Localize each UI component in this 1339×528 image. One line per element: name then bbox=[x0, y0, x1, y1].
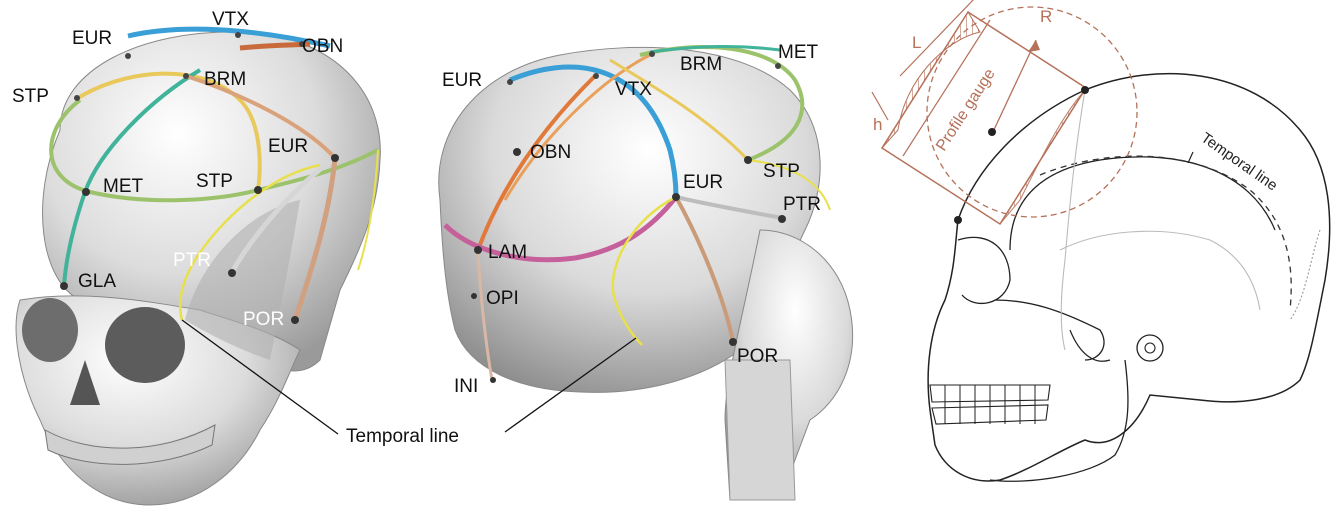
left-dot-eur bbox=[125, 53, 131, 59]
middle-label-ini: INI bbox=[454, 376, 478, 397]
middle-dot-vtx bbox=[593, 73, 599, 79]
middle-dot-met bbox=[775, 63, 781, 69]
gauge-symbol-L: L bbox=[912, 33, 921, 52]
right-ear-canal bbox=[1137, 335, 1163, 361]
middle-dot-ini bbox=[490, 377, 496, 383]
middle-label-obn: OBN bbox=[530, 142, 571, 163]
right-ear-inner bbox=[1145, 343, 1155, 353]
left-orbit-right bbox=[105, 307, 185, 383]
right-skull-outline bbox=[928, 74, 1330, 481]
middle-skull-panel: EUR VTX BRM MET OBN STP EUR PTR LAM OPI … bbox=[439, 42, 853, 500]
gauge-label: Profile gauge bbox=[933, 66, 999, 154]
middle-label-met: MET bbox=[778, 42, 819, 63]
gauge-symbol-h: h bbox=[873, 115, 882, 134]
right-orbit bbox=[958, 237, 1010, 303]
left-dot-stp bbox=[74, 95, 80, 101]
left-skull-panel: EUR VTX OBN STP BRM EUR MET STP GLA PTR … bbox=[12, 9, 380, 505]
middle-dot-eur2 bbox=[672, 193, 680, 201]
left-label-brm: BRM bbox=[204, 69, 246, 90]
left-label-vtx: VTX bbox=[212, 9, 249, 30]
left-dot-stp2 bbox=[254, 186, 262, 194]
right-dot-top bbox=[1081, 86, 1089, 94]
middle-mastoid bbox=[725, 360, 795, 500]
middle-dot-ptr bbox=[778, 215, 786, 223]
left-label-por: POR bbox=[243, 309, 284, 330]
middle-dot-lam bbox=[474, 246, 482, 254]
left-dot-ptr bbox=[228, 269, 236, 277]
left-dot-met bbox=[82, 188, 90, 196]
right-tooth-dividers bbox=[945, 385, 1035, 424]
middle-label-stp: STP bbox=[763, 161, 800, 182]
gauge-symbol-R: R bbox=[1040, 7, 1052, 26]
middle-label-ptr: PTR bbox=[783, 194, 821, 215]
right-squamous-suture bbox=[1060, 231, 1260, 310]
left-label-obn: OBN bbox=[302, 36, 343, 57]
right-dot-bottom bbox=[954, 216, 962, 224]
middle-dot-obn bbox=[513, 148, 521, 156]
right-temporal-leader bbox=[1188, 152, 1193, 163]
temporal-line-label: Temporal line bbox=[346, 426, 459, 447]
middle-label-eur: EUR bbox=[442, 70, 482, 91]
left-dot-brm bbox=[183, 73, 189, 79]
middle-dot-eur bbox=[507, 79, 513, 85]
middle-label-lam: LAM bbox=[488, 242, 527, 263]
middle-label-opi: OPI bbox=[486, 288, 519, 309]
right-mandible bbox=[990, 360, 1128, 481]
left-label-stp: STP bbox=[12, 86, 49, 107]
left-orbit-left bbox=[22, 298, 78, 362]
right-lambdoid-suture bbox=[1290, 230, 1320, 320]
left-label-eur: EUR bbox=[72, 28, 112, 49]
left-label-ptr: PTR bbox=[173, 250, 211, 271]
middle-label-eur2: EUR bbox=[683, 172, 723, 193]
right-inner-vault bbox=[1010, 157, 1275, 250]
middle-label-brm: BRM bbox=[680, 54, 722, 75]
gauge-hatch-lower bbox=[1000, 88, 1086, 224]
left-label-gla: GLA bbox=[78, 271, 116, 292]
middle-dot-opi bbox=[471, 293, 477, 299]
left-label-met: MET bbox=[103, 176, 144, 197]
left-dot-eur2 bbox=[331, 154, 339, 162]
middle-dot-por bbox=[729, 338, 737, 346]
middle-dot-stp bbox=[744, 156, 752, 164]
right-diagram-panel: L R h Profile gauge Temporal line bbox=[872, 0, 1330, 481]
right-zygomatic bbox=[995, 300, 1104, 360]
middle-label-vtx: VTX bbox=[615, 79, 652, 100]
gauge-radius-arrowhead bbox=[1028, 40, 1040, 52]
gauge-hatch-upper bbox=[882, 12, 980, 148]
right-coronal-suture bbox=[1061, 90, 1085, 350]
left-label-eur2: EUR bbox=[268, 136, 308, 157]
middle-label-por: POR bbox=[737, 346, 778, 367]
left-dot-gla bbox=[60, 282, 68, 290]
middle-dot-brm bbox=[649, 51, 655, 57]
left-dot-por bbox=[291, 316, 299, 324]
left-label-stp2: STP bbox=[196, 171, 233, 192]
right-dot-mid bbox=[988, 128, 996, 136]
gauge-radius-arrow bbox=[992, 40, 1036, 134]
left-dot-vtx bbox=[235, 32, 241, 38]
